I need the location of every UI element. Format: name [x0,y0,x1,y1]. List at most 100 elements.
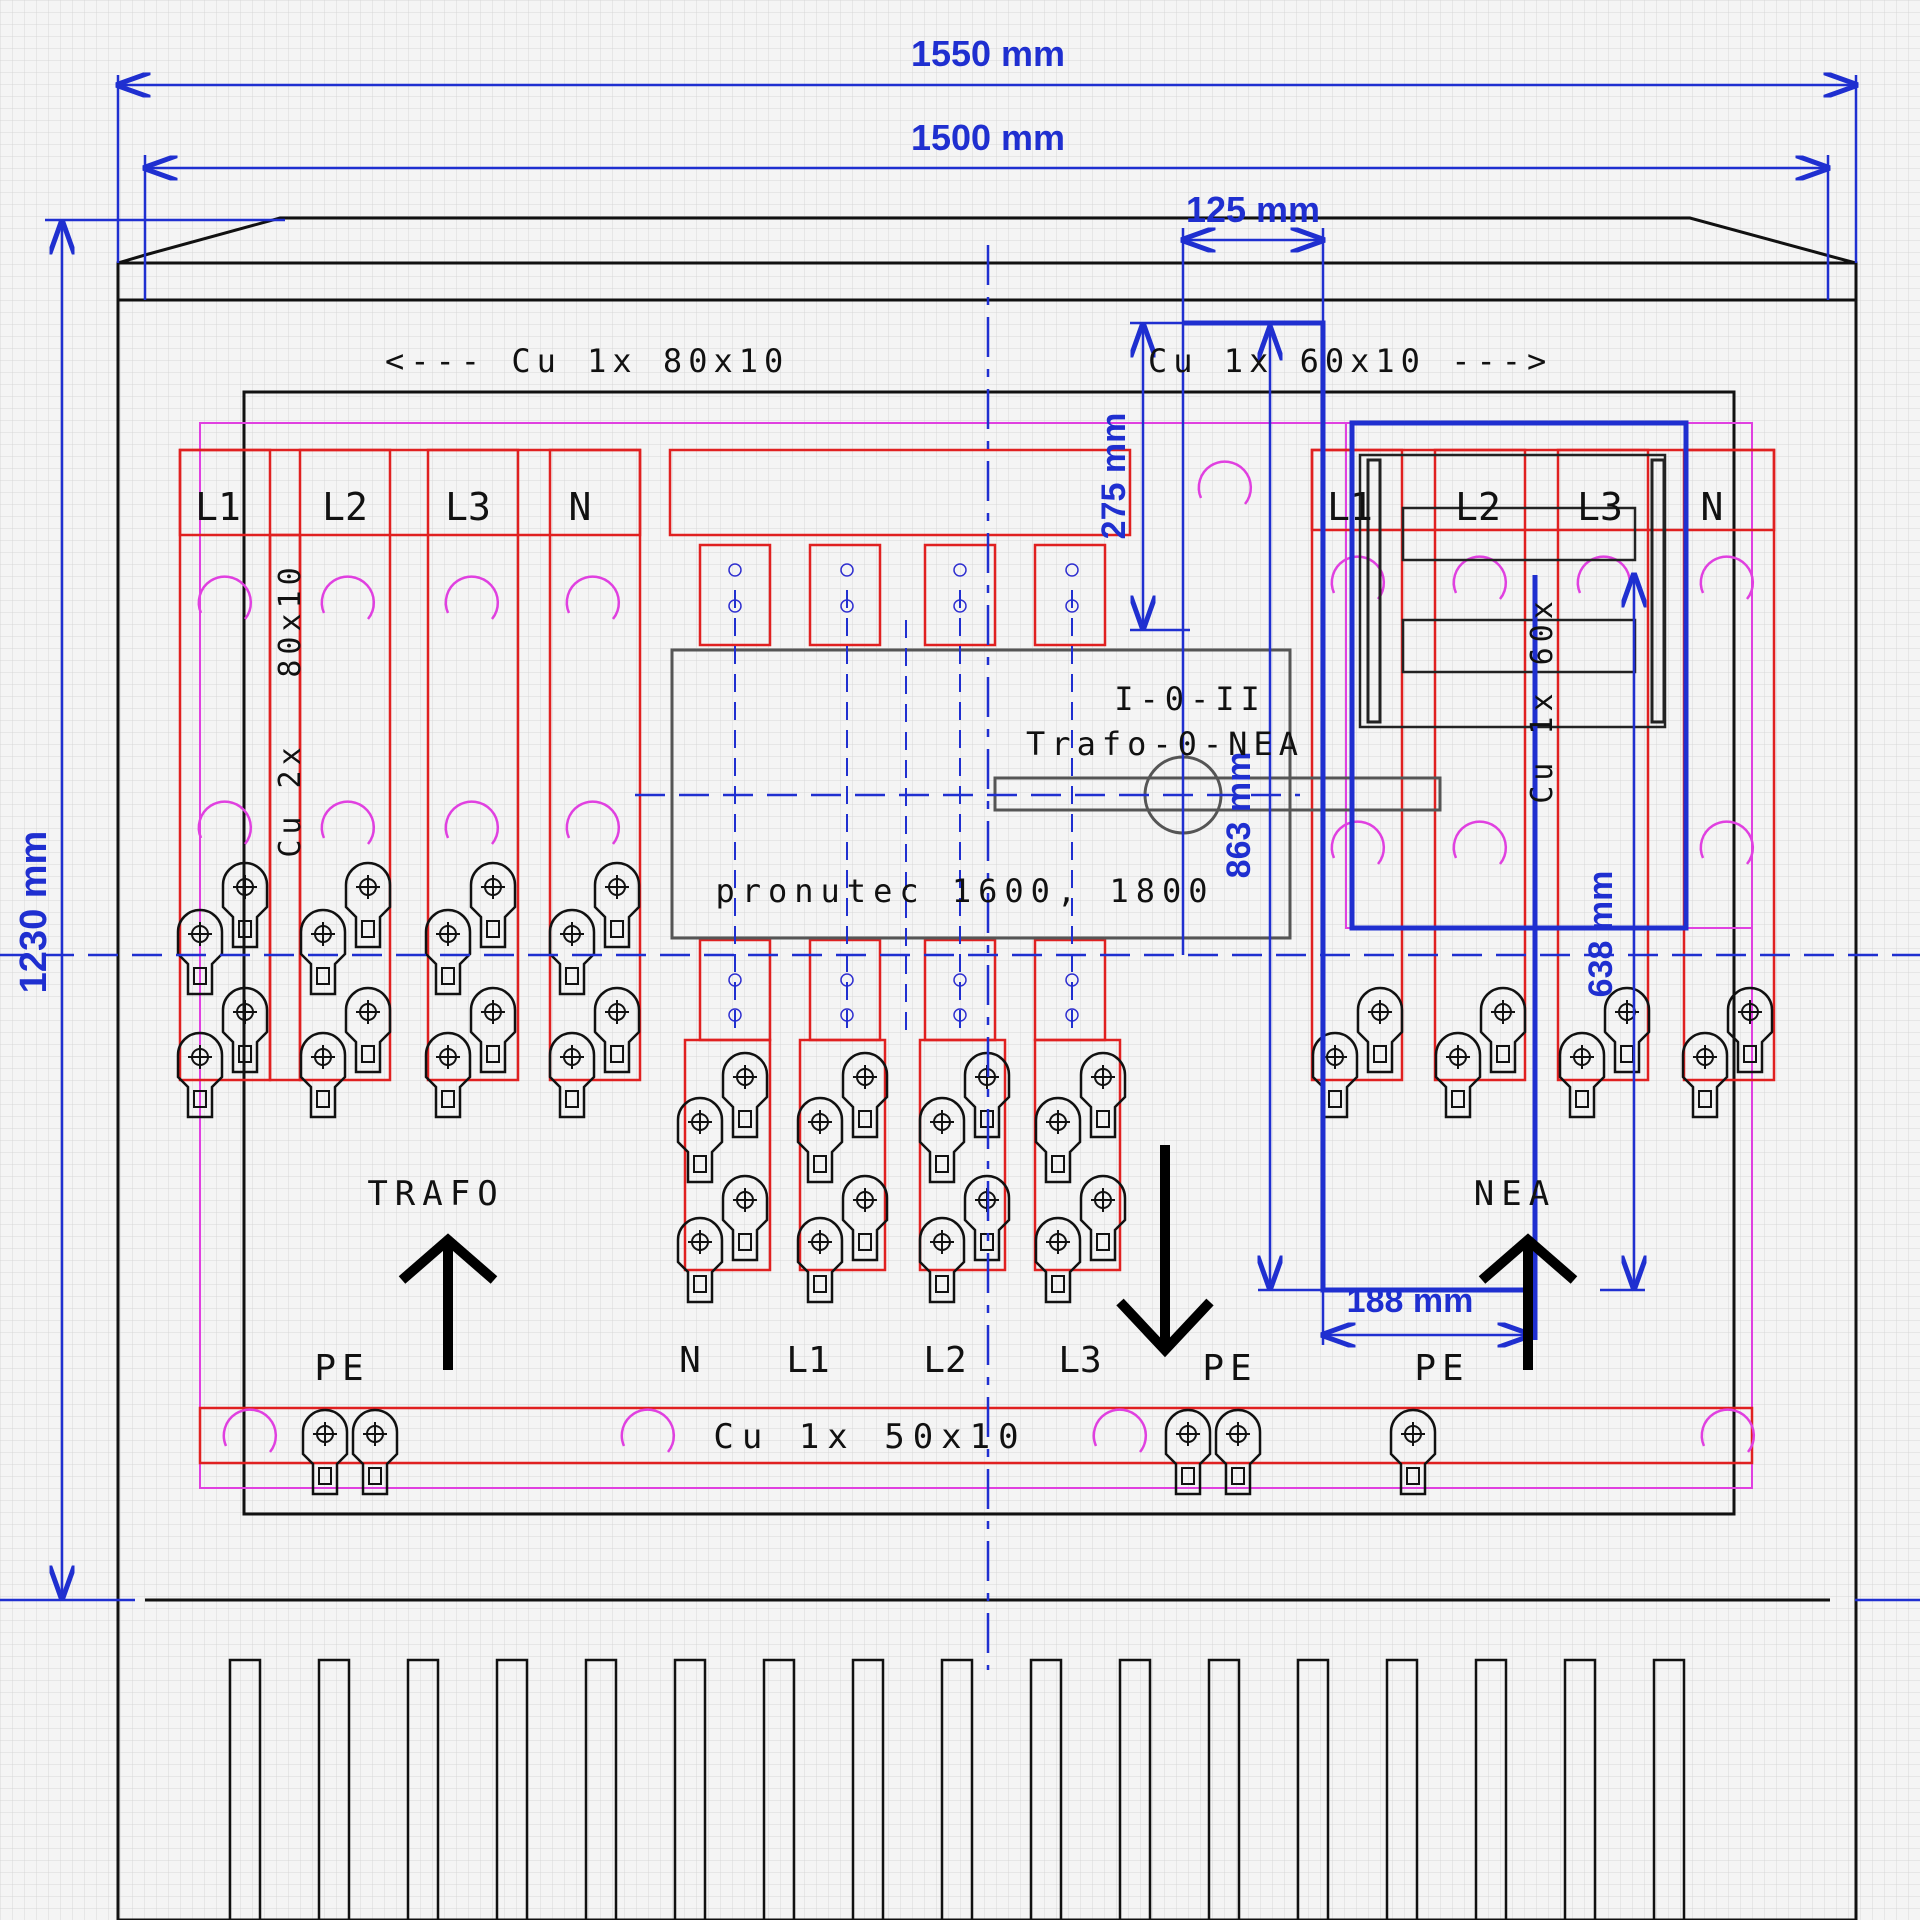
vent-slot [584,1658,618,1920]
pe-bus-label: Cu 1x 50x10 [713,1417,1026,1457]
cable-lug-icon [1311,1031,1359,1119]
cable-lug-icon [1034,1216,1082,1304]
switch-positions-label: I-0-II [1114,680,1266,718]
cable-lug-icon [221,986,269,1074]
cable-lug-icon [1558,1031,1606,1119]
mounting-hole-icon [1700,1408,1756,1453]
pe-label: PE [1414,1348,1469,1389]
phase-label-left: N [569,485,592,529]
phase-label-right: L3 [1577,485,1623,529]
cable-lug-icon [176,1031,224,1119]
vent-slot [851,1658,885,1920]
cable-lug-icon [676,1096,724,1184]
cable-lug-icon [841,1174,889,1262]
cable-lug-icon [469,986,517,1074]
pe-label: PE [314,1348,369,1389]
mounting-hole-icon [444,575,500,620]
cable-lug-icon [721,1051,769,1139]
bolt-hole-icon [840,563,854,577]
cable-lug-icon [676,1216,724,1304]
phase-label-left: L2 [322,485,368,529]
phase-label-right: N [1701,485,1724,529]
switch-rating-label: pronutec 1600, 1800 [715,872,1214,910]
vent-slot [1474,1658,1508,1920]
vent-slot [1118,1658,1152,1920]
cable-lug-icon [796,1096,844,1184]
dim-switch-depth: 275 mm [1095,413,1133,540]
mounting-hole-icon [1699,820,1755,865]
vent-slot [1652,1658,1686,1920]
mounting-hole-icon [320,575,376,620]
cable-lug-icon [721,1174,769,1262]
mounting-hole-icon [1699,555,1755,600]
mounting-hole-icon [1452,555,1508,600]
cable-lug-icon [424,1031,472,1119]
cable-lug-icon [1356,986,1404,1074]
dim-width-inner: 1500 mm [911,117,1065,158]
source-nea-label: NEA [1474,1174,1556,1214]
cable-lug-icon [469,861,517,949]
cable-lug-icon [1681,1031,1729,1119]
phase-label-left: L1 [195,485,241,529]
busbar-right-label: Cu 1x 60x10 ---> [1148,342,1552,380]
nea-busbar-outline [1183,320,1689,1340]
dim-height: 1230 mm [13,831,55,994]
arrow-down-icon [1116,1145,1214,1358]
pe-label: PE [1202,1348,1257,1389]
cable-lug-icon [221,861,269,949]
cable-lug-icon [301,1408,349,1496]
cable-lug-icon [424,908,472,996]
cable-lug-icon [548,1031,596,1119]
cable-lug-icon [351,1408,399,1496]
dim-right-width: 188 mm [1347,1282,1474,1320]
base-vents [228,1658,1686,1920]
cable-lug-icon [1079,1051,1127,1139]
cable-lug-icon [548,908,596,996]
dim-gap-top: 125 mm [1186,189,1320,230]
vertical-busbar-label-right: Cu 1x 60x [1525,596,1560,804]
mounting-holes [197,460,1756,1453]
dim-busbar-height: 863 mm [1220,752,1258,879]
mounting-hole-icon [1197,460,1253,505]
cable-lug-icon [299,1031,347,1119]
cable-lug-icon [1034,1096,1082,1184]
cable-lug-icon [1726,986,1774,1074]
busbar-left-label: <--- Cu 1x 80x10 [385,342,789,380]
dim-width-outer: 1550 mm [911,33,1065,74]
bolt-hole-icon [728,563,742,577]
dimension-lines [0,75,1920,1670]
cable-lug-icon [1214,1408,1262,1496]
vent-slot [406,1658,440,1920]
cable-lug-icon [593,861,641,949]
cable-lug-icon [176,908,224,996]
busbars-middle [668,448,1132,1272]
phase-label-right: L1 [1327,485,1373,529]
vent-slot [762,1658,796,1920]
phase-label-bottom: L2 [923,1340,966,1381]
vent-slot [1207,1658,1241,1920]
mounting-hole-icon [565,575,621,620]
source-trafo-label: TRAFO [367,1174,504,1214]
cable-lug-icon [1164,1408,1212,1496]
vent-slot [1296,1658,1330,1920]
mounting-hole-icon [1330,555,1386,600]
mounting-hole-icon [222,1408,278,1453]
busbars-left [178,448,642,1082]
cable-lug-icon [299,908,347,996]
phase-label-bottom: N [679,1340,701,1381]
dim-right-height: 638 mm [1582,871,1620,998]
cable-lug-icon [593,986,641,1074]
busbars-right [1310,448,1776,1082]
cable-lug-icon [1079,1174,1127,1262]
bolt-hole-icon [1065,563,1079,577]
cable-lug-icon [1479,986,1527,1074]
mounting-hole-icon [444,800,500,845]
mounting-hole-icon [1092,1408,1148,1453]
mounting-hole-icon [620,1408,676,1453]
mounting-hole-icon [1452,820,1508,865]
vent-slot [1563,1658,1597,1920]
switch-name-label: Trafo-0-NEA [1026,725,1304,763]
mounting-hole-icon [320,800,376,845]
cable-lug-icon [841,1051,889,1139]
